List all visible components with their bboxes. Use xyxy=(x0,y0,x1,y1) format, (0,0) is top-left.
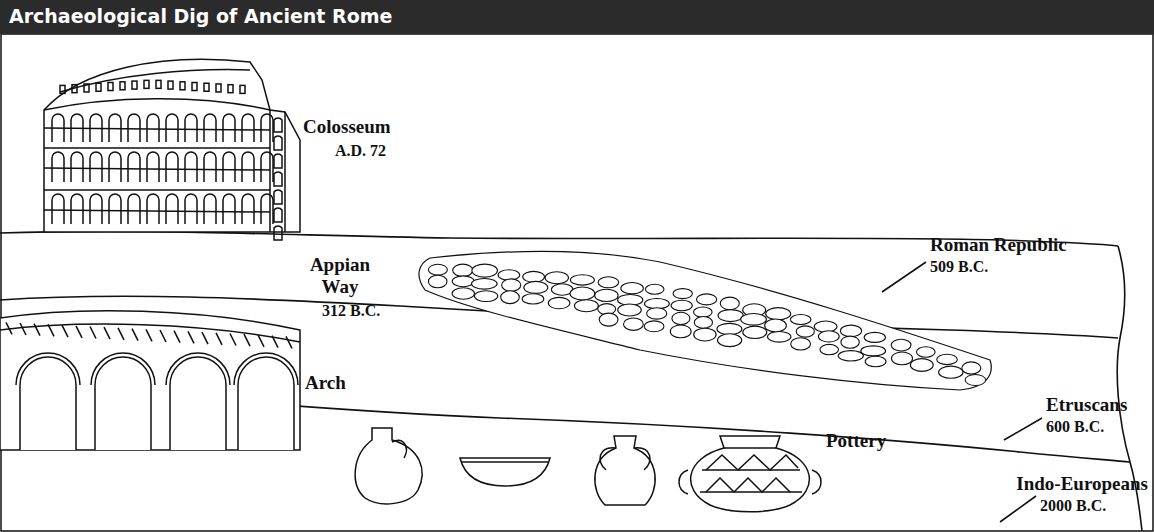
artifact-name: Pottery xyxy=(826,430,886,452)
period-name: Roman Republic xyxy=(930,234,1067,256)
date-label: 2000 B.C. xyxy=(1040,497,1106,515)
leader-line xyxy=(1004,418,1042,440)
diagram-title: Archaeological Dig of Ancient Rome xyxy=(9,5,392,27)
date-label: 312 B.C. xyxy=(322,302,380,320)
period-name: Indo-Europeans xyxy=(1016,473,1148,495)
pottery-drawing xyxy=(355,428,821,512)
date-label: 509 B.C. xyxy=(930,258,988,276)
structure-name: Colosseum xyxy=(303,116,391,138)
structure-name: Arch xyxy=(305,372,346,394)
leader-line xyxy=(882,262,926,292)
date-label: 600 B.C. xyxy=(1046,418,1104,436)
appian-way-drawing xyxy=(419,252,991,390)
colosseum-drawing xyxy=(44,59,300,240)
leader-line xyxy=(1000,496,1036,522)
period-name: Etruscans xyxy=(1046,394,1127,416)
structure-name: Appian Way xyxy=(300,254,380,298)
frame xyxy=(1,34,1153,531)
arch-drawing xyxy=(0,311,300,450)
date-label: A.D. 72 xyxy=(335,142,386,160)
